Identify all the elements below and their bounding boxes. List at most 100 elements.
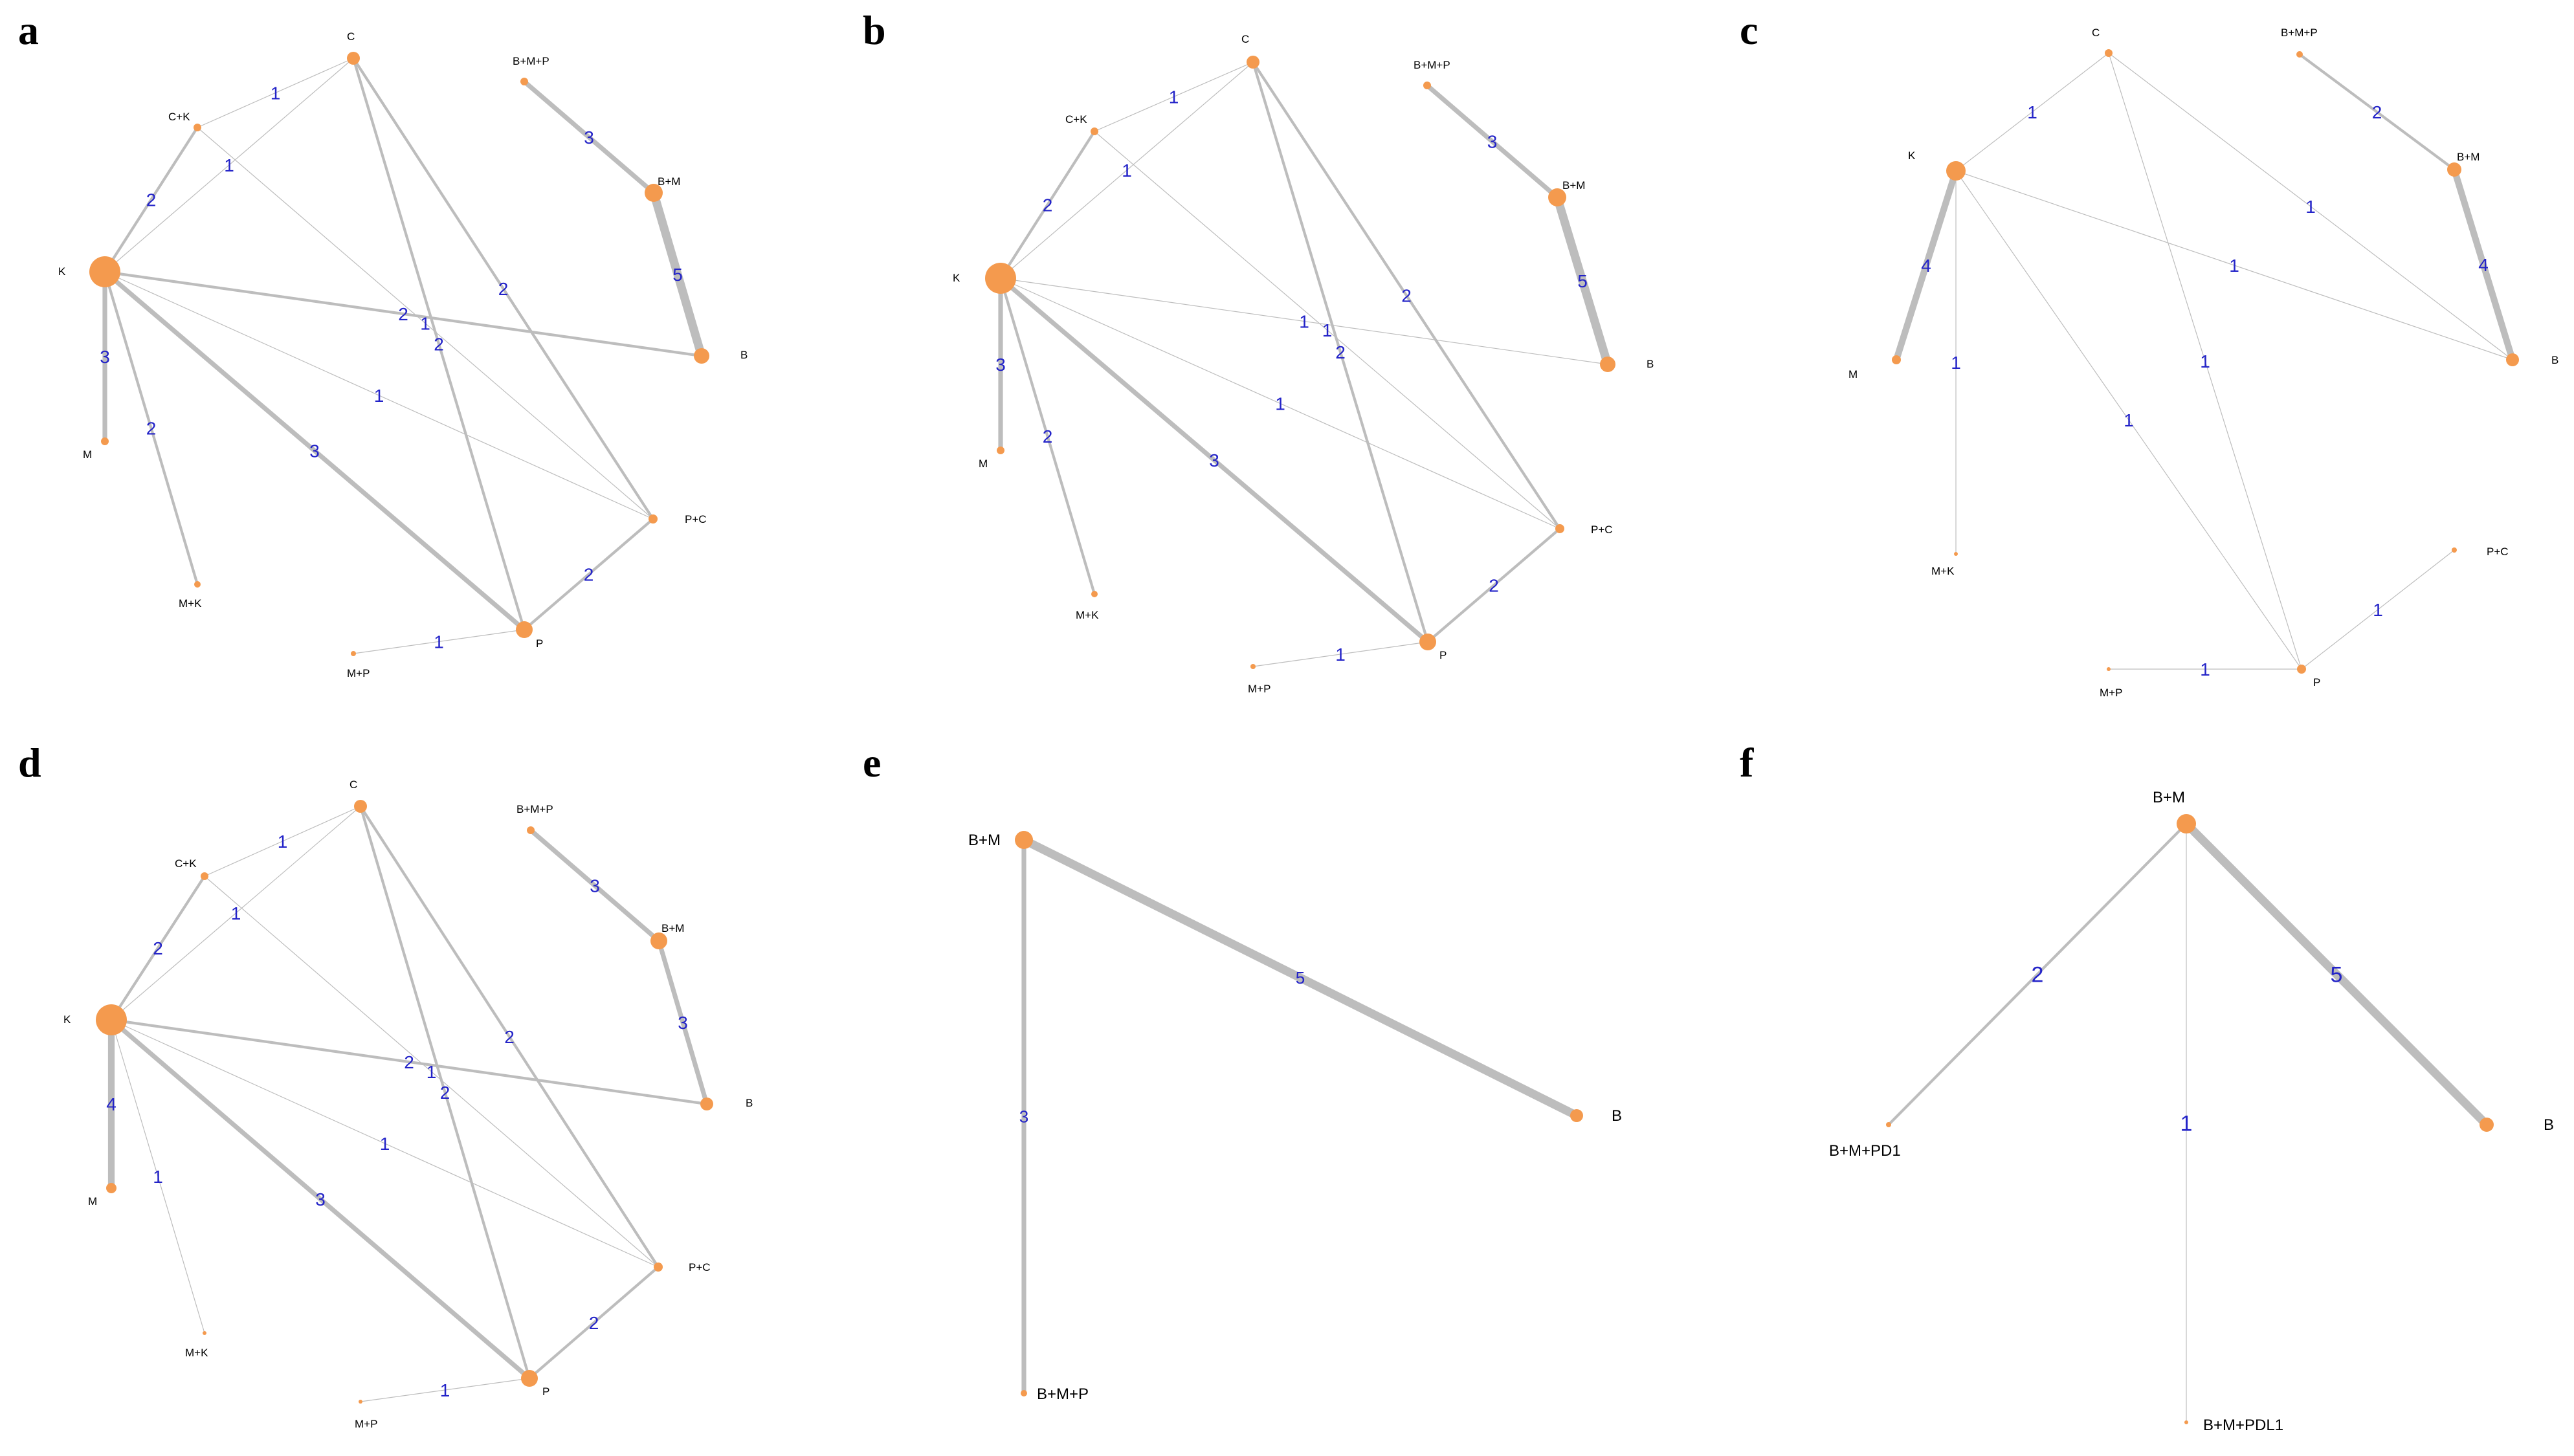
edge-b-m-to-b xyxy=(2450,166,2516,364)
node-p-c xyxy=(1555,524,1564,533)
edge-p-c-to-p xyxy=(522,517,655,632)
node-label-k: K xyxy=(58,265,66,278)
node-b-m-p xyxy=(527,826,535,834)
edge-b-m-p-to-b-m xyxy=(522,79,656,195)
node-label-m-p: M+P xyxy=(355,1418,377,1430)
node-label-c: C xyxy=(349,778,357,791)
edge-count-label: 3 xyxy=(995,355,1006,375)
edge-b-m-p-to-b-m xyxy=(2298,52,2456,171)
edge-count-label: 2 xyxy=(589,1313,599,1333)
node-m xyxy=(106,1183,116,1193)
edge-k-to-c-k xyxy=(103,126,199,274)
edge-c-to-p-c xyxy=(1251,60,1562,531)
node-label-b-m: B+M xyxy=(968,832,1001,849)
edge-count-label: 5 xyxy=(2331,962,2343,987)
node-k xyxy=(1946,161,1966,181)
node-b-m xyxy=(1015,831,1033,849)
node-c-k xyxy=(1091,127,1098,135)
node-c-k xyxy=(201,872,208,880)
node-b-m-p xyxy=(2296,51,2303,58)
edge-count-label: 3 xyxy=(309,441,320,461)
node-label-p-c: P+C xyxy=(689,1261,711,1274)
edge-count-label: 1 xyxy=(1122,160,1132,181)
edge-count-label: 1 xyxy=(2027,102,2037,122)
edge-k-to-c xyxy=(111,806,361,1020)
edge-k-to-c xyxy=(104,58,354,272)
edge-count-label: 2 xyxy=(398,304,408,324)
edge-count-label: 2 xyxy=(2032,962,2044,987)
node-label-b-m: B+M xyxy=(658,175,680,188)
node-label-p: P xyxy=(542,1385,549,1398)
edge-k-to-p-c xyxy=(104,271,654,520)
node-b xyxy=(2480,1118,2494,1132)
node-k xyxy=(89,256,120,287)
edge-count-label: 3 xyxy=(584,127,594,148)
node-label-c-k: C+K xyxy=(168,111,190,123)
node-m-p xyxy=(351,651,356,656)
node-label-b-m: B+M xyxy=(1562,179,1585,192)
edge-c-k-to-p-c xyxy=(204,876,659,1268)
node-b-m-pdl1 xyxy=(2184,1420,2188,1424)
edge-count-label: 1 xyxy=(374,386,384,406)
edge-count-label: 1 xyxy=(1335,645,1346,665)
edge-k-to-p xyxy=(1955,170,2302,670)
node-label-p: P xyxy=(536,637,543,650)
node-c xyxy=(354,800,367,813)
node-b-m xyxy=(650,932,667,949)
panel-letter: a xyxy=(18,7,39,53)
edge-k-to-p xyxy=(109,1017,532,1381)
node-label-p-c: P+C xyxy=(685,513,707,525)
panel-a: a112221352132321CB+M+PC+KB+MKBMP+CM+KPM+… xyxy=(18,7,748,679)
node-label-b: B xyxy=(2544,1116,2554,1134)
edge-count-label: 1 xyxy=(231,903,241,923)
edge-b-m-to-b-m-pd1 xyxy=(1887,822,2188,1127)
node-p xyxy=(521,1370,538,1387)
node-label-b-m-pd1: B+M+PD1 xyxy=(1829,1142,1901,1160)
node-label-p-c: P+C xyxy=(1591,524,1613,536)
edge-k-to-b xyxy=(103,270,704,358)
edge-count-label: 1 xyxy=(224,155,234,175)
edge-count-label: 2 xyxy=(404,1052,414,1072)
node-m xyxy=(997,447,1004,454)
node-k xyxy=(96,1004,127,1035)
node-label-m: M xyxy=(979,458,988,470)
node-c-k xyxy=(194,124,201,131)
edge-b-m-p-to-b-m xyxy=(1425,83,1560,200)
node-label-m-p: M+P xyxy=(2100,687,2122,699)
edge-count-label: 1 xyxy=(2200,659,2210,679)
edge-k-to-c-k xyxy=(999,129,1096,280)
edge-count-label: 1 xyxy=(420,313,430,333)
edge-k-to-m xyxy=(1892,167,1960,364)
node-label-p-c: P+C xyxy=(2487,546,2509,558)
panel-letter: e xyxy=(863,740,881,786)
node-b xyxy=(2506,353,2519,366)
edge-count-label: 1 xyxy=(2373,600,2383,620)
edge-c-k-to-c xyxy=(1094,61,1254,132)
edge-count-label: 1 xyxy=(380,1134,390,1154)
node-label-m-k: M+K xyxy=(1076,609,1099,621)
node-label-k: K xyxy=(63,1013,71,1026)
node-b-m-p xyxy=(520,78,528,85)
node-label-b: B xyxy=(2551,354,2558,366)
edge-count-label: 3 xyxy=(1209,450,1219,470)
edge-k-to-m-k xyxy=(103,270,199,586)
edge-count-label: 2 xyxy=(1043,426,1053,447)
node-label-k: K xyxy=(1908,149,1916,162)
edge-count-label: 4 xyxy=(1921,256,1931,276)
edge-count-label: 3 xyxy=(590,876,600,896)
node-m-k xyxy=(203,1331,206,1335)
edge-k-to-p-c xyxy=(1000,278,1560,529)
node-label-b-m: B+M xyxy=(2457,151,2480,163)
edge-count-label: 2 xyxy=(504,1027,515,1047)
edge-count-label: 1 xyxy=(1322,320,1333,340)
node-m xyxy=(101,437,109,445)
node-label-m-p: M+P xyxy=(1248,683,1270,695)
edge-count-label: 2 xyxy=(434,334,444,354)
edge-count-label: 2 xyxy=(1335,342,1346,362)
node-label-b: B xyxy=(1612,1107,1622,1125)
node-label-c-k: C+K xyxy=(1065,113,1087,126)
edge-count-label: 1 xyxy=(2180,1111,2193,1136)
